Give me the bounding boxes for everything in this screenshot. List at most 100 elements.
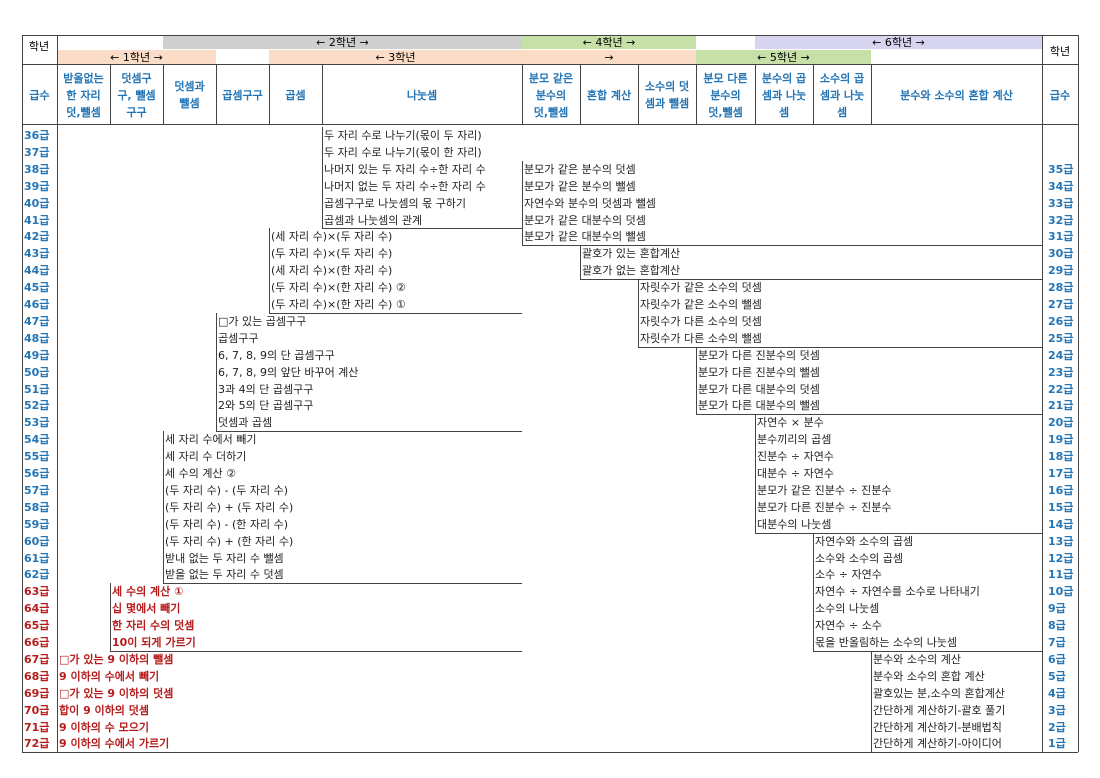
topic-times-table: 6, 7, 8, 9의 단 곱셈구구 <box>218 348 335 362</box>
grade-left: 42급 <box>24 230 50 244</box>
column-header: 덧셈구 구, 뺄셈 구구 <box>117 71 156 119</box>
header-bottom-border <box>22 124 1078 125</box>
table-right-border <box>1078 35 1079 753</box>
header-col-line <box>57 35 58 124</box>
header-col-line <box>110 64 111 124</box>
topic-mixed-calc: 괄호가 없는 혼합계산 <box>582 264 681 278</box>
topic-same-denom: 분모가 같은 대분수의 덧셈 <box>524 213 646 227</box>
grade-right: 29급 <box>1048 264 1074 278</box>
grade-right: 3급 <box>1048 703 1066 717</box>
grade-left: 53급 <box>24 416 50 430</box>
header-col-line <box>813 64 814 124</box>
topic-add-sub-table: 한 자리 수의 덧셈 <box>112 619 195 633</box>
grade-bar-g5: ← 5학년 → <box>696 50 871 64</box>
topic-diff-denom: 분모가 다른 대분수의 덧셈 <box>698 382 820 396</box>
grade-left: 49급 <box>24 348 50 362</box>
topic-single-digit: 합이 9 이하의 덧셈 <box>59 703 149 717</box>
topic-add-sub-table: 10이 되게 가르기 <box>112 636 196 649</box>
grade-left: 57급 <box>24 483 50 497</box>
topic-multiplication: (두 자리 수)×(한 자리 수) ① <box>271 298 406 311</box>
header-col-line <box>216 64 217 124</box>
block-bottom-border <box>813 650 1042 652</box>
topic-dec-muldiv: 소수와 소수의 곱셈 <box>815 551 903 565</box>
topic-decimal-addsub: 자릿수가 다른 소수의 뺄셈 <box>640 331 762 345</box>
grade-right: 5급 <box>1048 669 1066 683</box>
block-bottom-border <box>638 346 1042 348</box>
topic-single-digit: 9 이하의 수에서 빼기 <box>59 669 160 683</box>
grade-bar-g4: ← 4학년 → <box>522 35 696 49</box>
grade-left: 58급 <box>24 500 50 514</box>
topic-add-sub: 세 자리 수에서 빼기 <box>165 433 257 447</box>
grade-left: 70급 <box>24 703 50 717</box>
topic-division: 곱셈구구로 나눗셈의 몫 구하기 <box>324 196 467 210</box>
block-bottom-border <box>696 414 1042 416</box>
topic-times-table: □가 있는 곱셈구구 <box>218 314 307 328</box>
column-header: 분모 같은 분수의 덧,뺄셈 <box>528 71 574 119</box>
topic-mixed-calc: 괄호가 있는 혼합계산 <box>582 247 681 261</box>
column-header: 분수의 곱 셈과 나눗 셈 <box>761 71 807 119</box>
block-left-border <box>269 228 270 313</box>
grade-right: 9급 <box>1048 602 1066 616</box>
block-bottom-border <box>755 532 1042 534</box>
block-left-border <box>696 346 697 415</box>
grade-left: 39급 <box>24 179 50 193</box>
column-header: 소수의 곱 셈과 나눗 셈 <box>819 71 865 119</box>
column-header: 곱셈 <box>285 88 306 102</box>
topic-times-table: 3과 4의 단 곱셈구구 <box>218 382 314 396</box>
topic-division: 두 자리 수로 나누기(몫이 한 자리) <box>324 145 482 159</box>
grade-right: 19급 <box>1048 433 1074 447</box>
topic-decimal-addsub: 자릿수가 다른 소수의 덧셈 <box>640 314 762 328</box>
block-bottom-border <box>269 312 522 314</box>
column-header: 급수 <box>1049 88 1071 102</box>
topic-multiplication: (세 자리 수)×(두 자리 수) <box>271 230 393 244</box>
grade-right: 34급 <box>1048 179 1074 193</box>
block-left-border <box>638 279 639 347</box>
grade-right: 31급 <box>1048 230 1074 244</box>
block-left-border <box>580 245 581 280</box>
topic-times-table: 2와 5의 단 곱셈구구 <box>218 399 314 413</box>
grade-left: 60급 <box>24 534 50 548</box>
header-col-line <box>755 64 756 124</box>
topic-add-sub: (두 자리 수) - (한 자리 수) <box>165 517 289 531</box>
topic-same-denom: 분모가 같은 분수의 덧셈 <box>524 162 636 176</box>
topic-single-digit: □가 있는 9 이하의 덧셈 <box>59 686 174 700</box>
block-left-border <box>110 583 111 651</box>
table-left-border <box>22 35 23 753</box>
grade-right: 24급 <box>1048 348 1074 362</box>
grade-left: 47급 <box>24 314 50 328</box>
grade-left: 64급 <box>24 602 50 616</box>
grade-right: 23급 <box>1048 365 1074 379</box>
right-grade-col-line <box>1042 35 1043 753</box>
header-col-line <box>580 64 581 124</box>
grade-right: 28급 <box>1048 281 1074 295</box>
grade-right: 2급 <box>1048 720 1066 734</box>
topic-dec-muldiv: 자연수 ÷ 자연수를 소수로 나타내기 <box>815 585 980 599</box>
topic-diff-denom: 분모가 다른 진분수의 뺄셈 <box>698 365 820 379</box>
grade-left: 40급 <box>24 196 50 210</box>
topic-frac-dec-mixed: 괄호있는 분,소수의 혼합계산 <box>873 686 1005 700</box>
topic-frac-muldiv: 분수끼리의 곱셈 <box>757 433 832 447</box>
topic-frac-dec-mixed: 간단하게 계산하기-괄호 풀기 <box>873 703 1006 717</box>
grade-left: 66급 <box>24 636 50 649</box>
block-left-border <box>322 127 323 229</box>
grade-left: 41급 <box>24 213 50 227</box>
grade-left: 44급 <box>24 264 50 278</box>
block-bottom-border <box>216 431 522 433</box>
topic-frac-dec-mixed: 간단하게 계산하기-아이디어 <box>873 737 1002 751</box>
grade-left: 46급 <box>24 298 50 311</box>
block-bottom-border <box>522 245 1042 247</box>
topic-dec-muldiv: 자연수와 소수의 곱셈 <box>815 534 914 548</box>
topic-add-sub: 받내 없는 두 자리 수 뺄셈 <box>165 551 284 565</box>
block-bottom-border <box>110 650 522 652</box>
header-col-line <box>871 64 872 124</box>
topic-same-denom: 분모가 같은 분수의 뺄셈 <box>524 179 636 193</box>
column-header: 덧셈과 뺄셈 <box>174 80 205 110</box>
grade-left: 54급 <box>24 433 50 447</box>
grade-right: 7급 <box>1048 636 1066 649</box>
header-col-line <box>638 64 639 124</box>
grade-right: 21급 <box>1048 399 1074 413</box>
header-col-line <box>269 64 270 124</box>
topic-add-sub: 받을 없는 두 자리 수 덧셈 <box>165 568 284 582</box>
block-left-border <box>755 414 756 533</box>
